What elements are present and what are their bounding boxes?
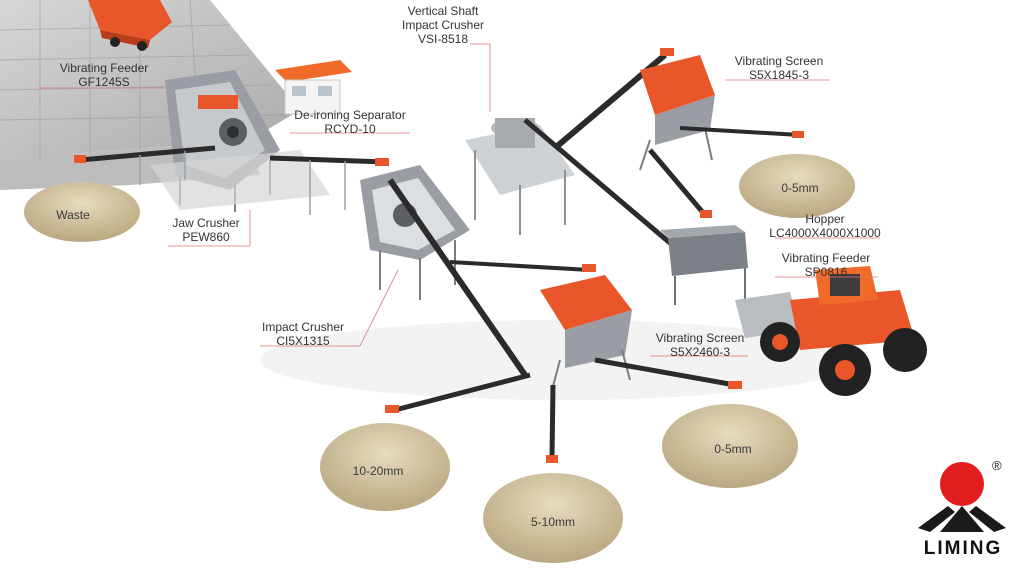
pile-label-fine-top: 0-5mm <box>781 181 819 195</box>
wheel-loader <box>735 266 927 396</box>
pile-fine-bottom <box>662 404 798 488</box>
pile-label-fine-bottom: 0-5mm <box>714 442 752 456</box>
conveyor-jaw-to-impact <box>269 155 389 215</box>
label-vibrating-feeder-sp: Vibrating Feeder SP0816 <box>781 251 871 279</box>
dump-truck <box>88 0 172 51</box>
conveyor-top-screen-to-fine <box>679 126 804 138</box>
label-deironing-separator: De-ironing Separator RCYD-10 <box>294 108 406 136</box>
label-hopper: Hopper LC4000X4000X1000 <box>769 212 881 240</box>
pile-label-medium: 5-10mm <box>530 515 576 529</box>
impact-crusher-station <box>360 165 470 300</box>
top-vibrating-screen <box>639 55 715 171</box>
pile-coarse <box>320 423 450 511</box>
liming-logo-icon <box>918 462 1006 532</box>
brand-name: LIMING <box>923 538 1003 559</box>
label-vibrating-feeder-gf: Vibrating Feeder GF1245S <box>59 61 149 89</box>
brand-block: LIMING <box>910 458 1016 560</box>
jaw-crusher-station <box>150 70 330 212</box>
pile-medium <box>483 473 623 563</box>
waste-conveyor <box>74 145 216 185</box>
bottom-vibrating-screen <box>540 275 632 391</box>
label-impact-crusher: Impact Crusher CI5X1315 <box>261 320 345 348</box>
pile-label-waste: Waste <box>56 208 90 222</box>
label-vertical-shaft-impact-crusher: Vertical Shaft Impact Crusher VSI-8518 <box>401 4 485 46</box>
label-vibrating-screen-top: Vibrating Screen S5X1845-3 <box>734 54 824 82</box>
pile-waste <box>24 182 140 242</box>
label-vibrating-screen-bottom: Vibrating Screen S5X2460-3 <box>655 331 745 359</box>
hopper <box>660 225 748 305</box>
control-room <box>275 60 352 115</box>
conveyor-to-bottom-screen <box>387 178 596 377</box>
vsi-station <box>465 118 575 235</box>
conveyor-top-screen-to-hopper <box>523 118 712 262</box>
pile-label-coarse: 10-20mm <box>352 464 404 478</box>
label-jaw-crusher: Jaw Crusher PEW860 <box>172 216 240 244</box>
registered-mark: ® <box>992 458 1002 473</box>
pile-fine-top <box>739 154 855 218</box>
leader-lines <box>40 43 880 357</box>
output-conveyors <box>385 357 742 463</box>
